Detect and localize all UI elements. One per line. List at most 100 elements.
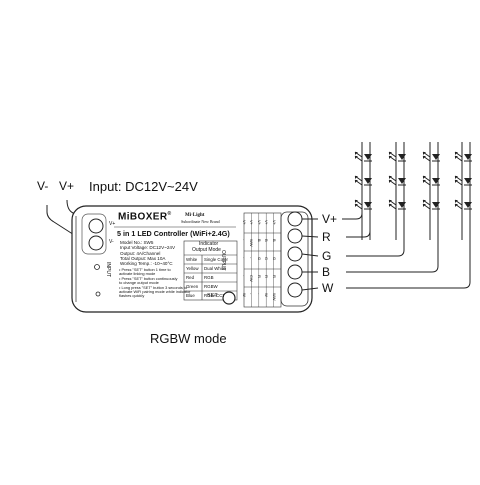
note-line: • Press "SET" button 1 time to	[119, 267, 171, 272]
led-icon	[354, 199, 372, 210]
indicator-color: Green	[186, 283, 199, 289]
output-table-cell: -	[242, 239, 247, 241]
output-table-cell: -	[242, 257, 247, 259]
indicator-mode: RGBW	[204, 283, 218, 289]
output-table-cell: V+	[264, 220, 270, 226]
indicator-table-frame	[183, 240, 238, 301]
input-wire-vplus	[66, 199, 85, 225]
led-icon	[422, 199, 440, 210]
output-terminal	[287, 264, 303, 280]
output-wire	[346, 240, 471, 289]
output-table-cell: V+	[249, 220, 255, 226]
indicator-color: White	[186, 256, 198, 262]
indicator-color: Blue	[186, 292, 195, 298]
output-terminal	[287, 228, 303, 244]
indicator-color: Yellow	[186, 265, 199, 271]
output-label: R	[322, 230, 331, 244]
led-icon	[454, 175, 472, 186]
input-terminal-vminus	[88, 235, 104, 251]
output-label: G	[322, 249, 332, 263]
output-wire	[346, 230, 371, 240]
output-label: V+	[322, 212, 338, 226]
set-button[interactable]	[222, 291, 236, 305]
output-table-cell: V+	[256, 220, 262, 226]
output-terminal	[287, 282, 303, 298]
input-terminal-label-vminus: V-	[109, 239, 114, 245]
indicator-title-1: Indicator	[199, 241, 219, 247]
set-label: SET	[207, 293, 218, 299]
output-table-cell: V+	[242, 220, 247, 226]
input-terminal-vplus	[88, 218, 104, 234]
spec-line: Output: 4A/Channel	[120, 250, 161, 256]
led-icon	[354, 175, 372, 186]
brand-sub-line2: Subordinate New Brand	[181, 219, 220, 224]
indicator-mode: Dual White	[204, 265, 226, 271]
product-title: 5 in 1 LED Controller (WiFi+2.4G)	[117, 229, 230, 238]
brand-sub-line1: Mi·Light	[185, 213, 205, 218]
output-wire	[342, 212, 363, 240]
note-line: activate linking mode	[119, 271, 156, 277]
indicator-mode: Single Color	[204, 256, 228, 262]
output-table-cell: G	[271, 257, 277, 261]
dc-symbol	[94, 264, 100, 270]
output-table-cell: -	[256, 293, 262, 295]
note-line: to change output mode	[119, 280, 159, 286]
spec-line: Working Temp.: -10~40°C	[120, 261, 173, 267]
output-side-label: OUTPUT	[220, 250, 226, 271]
output-table-cell: W	[264, 293, 270, 297]
indicator-mode: RGB+CCT	[204, 292, 226, 298]
terminal-lead	[301, 253, 319, 257]
output-wire	[346, 240, 405, 257]
output-table-cell: R	[256, 275, 262, 278]
input-voltage-title: Input: DC12V~24V	[89, 179, 198, 194]
output-table-cell: V+	[271, 220, 277, 226]
led-icon	[454, 151, 472, 162]
output-table-cell: W	[242, 293, 247, 297]
led-icon	[388, 151, 406, 162]
mode-label: RGBW mode	[150, 331, 227, 346]
output-table-cell: B	[256, 239, 262, 242]
input-side-label: INPUT	[105, 262, 111, 277]
led-icon	[388, 199, 406, 210]
led-icon	[454, 199, 472, 210]
output-table-cell: R	[264, 275, 270, 278]
led-icon	[422, 151, 440, 162]
brand-logo: MiBOXER®	[118, 211, 172, 223]
input-terminal-block	[81, 213, 107, 255]
output-table-cell: G	[256, 257, 262, 261]
indicator-title-2: Output Mode	[192, 247, 221, 253]
note-line: • Long press "SET" button 3 seconds to	[119, 284, 188, 290]
output-wire	[346, 240, 439, 273]
indicator-color: Red	[186, 274, 195, 280]
note-line: • Press "SET" button continuously	[119, 275, 178, 281]
terminal-lead	[301, 287, 319, 291]
note-line: activate WiFi pairing mode while indicat…	[119, 289, 191, 295]
spec-line: Model No.: SW5	[120, 240, 154, 245]
output-table-cell: WW	[271, 293, 277, 301]
output-table-frame	[243, 212, 282, 308]
output-terminal	[287, 246, 303, 262]
spec-list: Model No.: SW5 Input Voltage: DC12V~24V …	[120, 240, 184, 266]
led-icon	[354, 151, 372, 162]
output-table-cell: G	[264, 257, 270, 261]
output-table-cell: B	[271, 239, 277, 242]
note-line: flashes quickly	[119, 293, 145, 299]
led-icon	[422, 175, 440, 186]
output-terminal	[287, 211, 303, 227]
output-table-cell: -	[242, 275, 247, 277]
controller-body	[71, 205, 313, 313]
indicator-led	[95, 291, 101, 297]
output-table-cell: R	[271, 275, 277, 278]
led-icon	[388, 175, 406, 186]
spec-line: Input Voltage: DC12V~24V	[120, 245, 176, 251]
terminal-lead	[301, 235, 319, 238]
input-terminal-label-vplus: V+	[109, 221, 116, 227]
output-label: W	[322, 281, 334, 295]
output-table-cell: CW	[249, 275, 255, 282]
input-label-vminus: V-	[37, 179, 49, 193]
indicator-mode: RGB	[204, 274, 214, 280]
instruction-notes: • Press "SET" button 1 time to activate …	[119, 267, 191, 299]
output-table-cell: -	[249, 293, 255, 295]
